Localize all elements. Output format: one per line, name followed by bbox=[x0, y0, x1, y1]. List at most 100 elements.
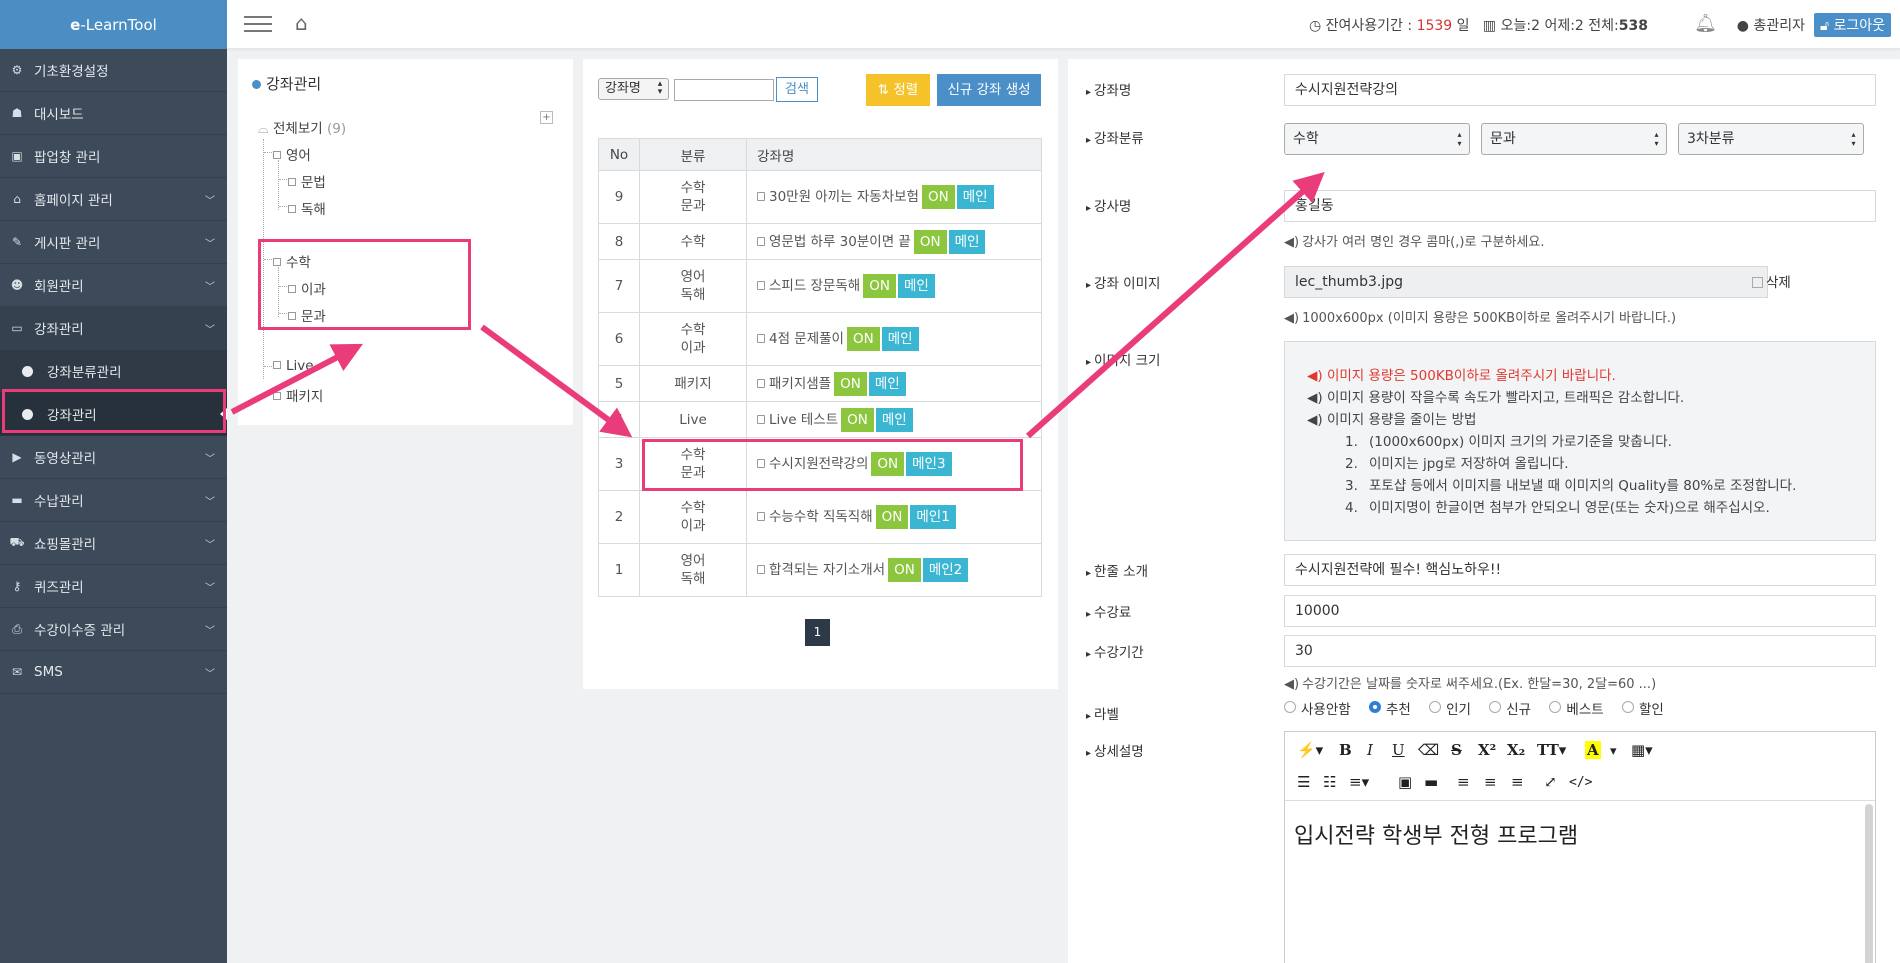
font-color-icon[interactable]: A bbox=[1585, 741, 1601, 759]
tree-node-liberal-arts[interactable]: 문과 bbox=[288, 305, 326, 325]
category1-select[interactable]: 수학 bbox=[1284, 123, 1470, 155]
align-left-icon[interactable]: ≡ bbox=[1457, 773, 1470, 791]
radio-new[interactable]: 신규 bbox=[1489, 701, 1531, 718]
nav-course-manage[interactable]: 강좌관리 bbox=[0, 393, 227, 436]
radio-none[interactable]: 사용안함 bbox=[1284, 701, 1351, 718]
logout-button[interactable]: 🔓︎ 로그아웃 bbox=[1813, 13, 1891, 37]
tree-node-reading[interactable]: 독해 bbox=[288, 198, 326, 218]
main-badge[interactable]: 메인 bbox=[881, 327, 919, 351]
search-input[interactable] bbox=[674, 79, 774, 101]
editor-scrollbar[interactable] bbox=[1865, 804, 1873, 963]
tree-view-all[interactable]: ⌓ 전체보기 (9) bbox=[258, 121, 347, 137]
align-justify-icon[interactable]: ≡ bbox=[1511, 773, 1524, 791]
nav-homepage[interactable]: ⌂홈페이지 관리﹀ bbox=[0, 178, 227, 221]
tree-node-live[interactable]: Live bbox=[273, 358, 314, 374]
on-badge[interactable]: ON bbox=[846, 327, 880, 351]
bullet-list-icon[interactable]: ☰ bbox=[1297, 773, 1311, 791]
sort-button[interactable]: ⇅ 정렬 bbox=[866, 74, 930, 106]
on-badge[interactable]: ON bbox=[875, 505, 909, 529]
main-badge[interactable]: 메인 bbox=[897, 274, 935, 298]
bell-icon[interactable]: 🔔︎ bbox=[1694, 13, 1717, 34]
nav-popup[interactable]: ▣팝업창 관리 bbox=[0, 135, 227, 178]
category2-select[interactable]: 문과 bbox=[1481, 123, 1667, 155]
numbered-list-icon[interactable]: ☷ bbox=[1323, 773, 1337, 791]
radio-recommend[interactable]: 추천 bbox=[1368, 701, 1411, 718]
radio-best[interactable]: 베스트 bbox=[1549, 701, 1604, 718]
on-badge[interactable]: ON bbox=[863, 274, 896, 298]
magic-wand-icon[interactable]: ⚡▾ bbox=[1297, 741, 1324, 759]
main-badge[interactable]: 메인2 bbox=[922, 558, 969, 582]
on-badge[interactable]: ON bbox=[921, 185, 955, 209]
nav-payment[interactable]: ▬수납관리﹀ bbox=[0, 479, 227, 522]
italic-icon[interactable]: I bbox=[1367, 741, 1373, 759]
main-badge[interactable]: 메인3 bbox=[906, 452, 952, 476]
bold-icon[interactable]: B bbox=[1339, 741, 1352, 759]
eraser-icon[interactable]: ⌫ bbox=[1418, 741, 1440, 759]
new-course-button[interactable]: 신규 강좌 생성 bbox=[937, 74, 1041, 106]
superscript-icon[interactable]: X² bbox=[1478, 741, 1497, 759]
nav-members[interactable]: ☻회원관리﹀ bbox=[0, 264, 227, 307]
nav-basic-settings[interactable]: ⚙기초환경설정 bbox=[0, 49, 227, 92]
nav-courses[interactable]: ▭강좌관리﹀ bbox=[0, 307, 227, 350]
image-file-input[interactable]: lec_thumb3.jpg bbox=[1284, 266, 1768, 298]
tree-node-math[interactable]: 수학 bbox=[273, 251, 311, 271]
main-badge[interactable]: 메인 bbox=[956, 185, 994, 209]
picture-icon[interactable]: ▣ bbox=[1398, 773, 1413, 791]
nav-shop[interactable]: ⛟쇼핑몰관리﹀ bbox=[0, 522, 227, 565]
fullscreen-icon[interactable]: ⤢ bbox=[1544, 773, 1557, 791]
page-1-button[interactable]: 1 bbox=[805, 619, 830, 646]
radio-sale[interactable]: 할인 bbox=[1621, 701, 1664, 718]
search-button[interactable]: 검색 bbox=[776, 77, 818, 102]
category3-select[interactable]: 3차분류 bbox=[1678, 123, 1864, 155]
align-icon[interactable]: ≡▾ bbox=[1349, 773, 1370, 791]
teacher-input[interactable]: 홍길동 bbox=[1284, 190, 1876, 222]
period-input[interactable]: 30 bbox=[1284, 635, 1876, 667]
code-view-icon[interactable]: </> bbox=[1569, 775, 1593, 790]
fee-input[interactable]: 10000 bbox=[1284, 595, 1876, 627]
main-badge[interactable]: 메인 bbox=[948, 229, 986, 254]
nav-course-category[interactable]: 강좌분류관리 bbox=[0, 350, 227, 393]
admin-user[interactable]: ● 총관리자 bbox=[1736, 18, 1805, 34]
nav-board[interactable]: ✎게시판 관리﹀ bbox=[0, 221, 227, 264]
search-field-select[interactable]: 강좌명 bbox=[598, 78, 669, 100]
home-icon[interactable]: ⌂ bbox=[295, 11, 308, 35]
editor-content[interactable]: 입시전략 학생부 전형 프로그램 bbox=[1294, 824, 1579, 849]
nav-videos[interactable]: ▶동영상관리﹀ bbox=[0, 436, 227, 479]
main-badge[interactable]: 메인 bbox=[868, 371, 906, 396]
nav-sms[interactable]: ✉SMS﹀ bbox=[0, 651, 227, 694]
tree-node-english[interactable]: 영어 bbox=[273, 144, 311, 164]
nav-certificate[interactable]: ⎙수강이수증 관리﹀ bbox=[0, 608, 227, 651]
delete-checkbox[interactable]: 삭제 bbox=[1752, 271, 1791, 291]
tree-node-package[interactable]: 패키지 bbox=[273, 385, 323, 405]
nav-dashboard[interactable]: ☗대시보드 bbox=[0, 92, 227, 135]
table-icon[interactable]: ▦▾ bbox=[1631, 741, 1653, 759]
align-center-icon[interactable]: ≡ bbox=[1484, 773, 1497, 791]
nav-quiz[interactable]: ⚷퀴즈관리﹀ bbox=[0, 565, 227, 608]
on-badge[interactable]: ON bbox=[888, 558, 921, 582]
on-badge[interactable]: ON bbox=[834, 371, 867, 396]
on-badge[interactable]: ON bbox=[913, 229, 947, 254]
font-size-icon[interactable]: TT▾ bbox=[1537, 741, 1567, 759]
app-logo[interactable]: e-LearnTool bbox=[0, 0, 227, 49]
on-badge[interactable]: ON bbox=[871, 452, 905, 476]
rich-text-editor[interactable]: ⚡▾ B I U ⌫ S X² X₂ TT▾ A ▾ ▦▾ ☰ ☷ ≡▾ ▣ ▬… bbox=[1284, 731, 1876, 963]
underline-icon[interactable]: U bbox=[1392, 741, 1405, 759]
main-badge[interactable]: 메인1 bbox=[910, 505, 956, 529]
